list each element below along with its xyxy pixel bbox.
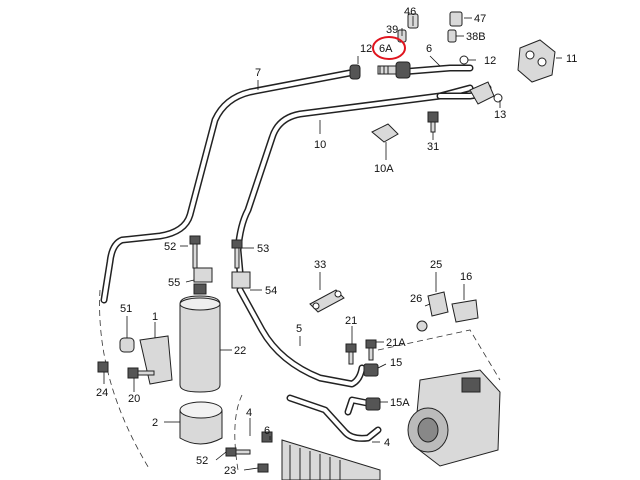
callout-21: 21 <box>345 315 357 327</box>
oring-12 <box>459 55 469 65</box>
clamp-54 <box>231 271 251 289</box>
bolt-23 <box>257 463 269 473</box>
dash-outline-left <box>99 289 151 471</box>
bolt-31 <box>427 111 439 133</box>
fitting-13 <box>469 81 503 105</box>
link-33 <box>309 289 345 313</box>
callout-12-top: 12 <box>360 43 372 55</box>
callout-51: 51 <box>120 303 132 315</box>
leader-lines <box>103 16 562 471</box>
fitting-12 <box>349 64 361 80</box>
callout-6-top: 6 <box>426 43 432 55</box>
callout-38b: 38B <box>466 31 486 43</box>
callout-4-right: 4 <box>384 437 390 449</box>
callout-4-left: 4 <box>246 407 252 419</box>
compressor <box>407 369 501 467</box>
callout-20: 20 <box>128 393 140 405</box>
callout-23: 23 <box>224 465 236 477</box>
bracket-26 <box>427 291 449 317</box>
bolt-20 <box>127 367 155 379</box>
callout-47: 47 <box>474 13 486 25</box>
callout-52-top: 52 <box>164 241 176 253</box>
clamp-band-2 <box>179 401 223 445</box>
cap-47 <box>449 11 463 27</box>
callout-6-lower: 6 <box>264 425 270 437</box>
callout-2: 2 <box>152 417 158 429</box>
callout-16: 16 <box>460 271 472 283</box>
callout-labels: 46 47 39 38B 12 6A 6 12 11 7 13 10 31 10… <box>96 6 577 477</box>
hose-10 <box>234 84 474 276</box>
bolt-21 <box>345 343 357 365</box>
callout-31: 31 <box>427 141 439 153</box>
clamp-55 <box>193 267 213 283</box>
callout-53: 53 <box>257 243 269 255</box>
bolt-21a <box>365 339 377 361</box>
fitting-4-left <box>261 431 273 443</box>
fitting-15 <box>363 363 379 377</box>
callout-15: 15 <box>390 357 402 369</box>
bracket-1 <box>139 335 173 385</box>
bolt-24 <box>97 361 109 373</box>
callout-10a: 10A <box>374 163 394 175</box>
callout-5: 5 <box>296 323 302 335</box>
callout-25: 25 <box>430 259 442 271</box>
fitting-15a <box>365 397 381 411</box>
callout-15a: 15A <box>390 397 410 409</box>
callout-26: 26 <box>410 293 422 305</box>
callout-1: 1 <box>152 311 158 323</box>
bolt-52-lower <box>225 447 251 457</box>
callout-22: 22 <box>234 345 246 357</box>
callout-33: 33 <box>314 259 326 271</box>
callout-7: 7 <box>255 67 261 79</box>
callout-24: 24 <box>96 387 108 399</box>
callout-55: 55 <box>168 277 180 289</box>
callout-46: 46 <box>404 6 416 18</box>
callout-12-right: 12 <box>484 55 496 67</box>
nut-26 <box>416 320 428 332</box>
dash-outline-mid <box>234 394 243 471</box>
bracket-16 <box>451 299 479 323</box>
callout-6a: 6A <box>379 43 393 55</box>
callout-39: 39 <box>386 24 398 36</box>
hose-5 <box>236 286 366 388</box>
clip-10a <box>371 123 399 143</box>
callout-11: 11 <box>566 53 577 65</box>
callout-54: 54 <box>265 285 277 297</box>
highlight-ring <box>372 36 406 60</box>
hose-7 <box>100 68 359 304</box>
dash-outline-right <box>377 329 501 381</box>
cap-38b <box>447 29 457 43</box>
receiver-drier-22 <box>179 283 221 393</box>
hose-4 <box>286 394 382 442</box>
bolt-52-top <box>189 235 201 269</box>
callout-52-lower: 52 <box>196 455 208 467</box>
callout-21a: 21A <box>386 337 406 349</box>
condenser <box>281 439 381 480</box>
callout-13: 13 <box>494 109 506 121</box>
grommet-51 <box>119 337 135 353</box>
bracket-11 <box>517 39 556 83</box>
valve-6a <box>377 61 411 79</box>
callout-10: 10 <box>314 139 326 151</box>
bolt-53 <box>231 239 243 269</box>
